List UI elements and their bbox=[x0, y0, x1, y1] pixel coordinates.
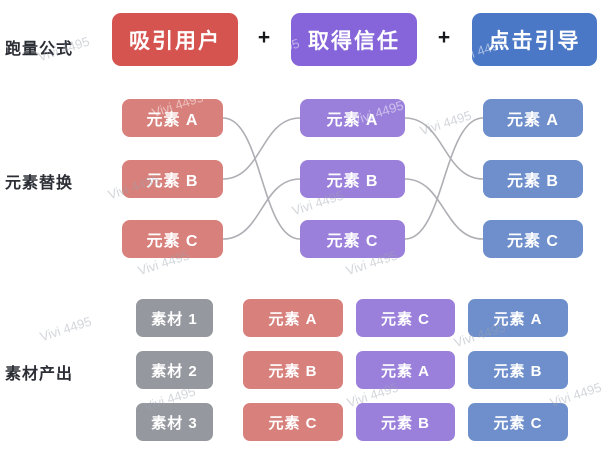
output-cell-3-purple: 元素 B bbox=[356, 403, 455, 441]
watermark-text: Vivi 4495 bbox=[38, 313, 94, 345]
output-cell-3-red: 元素 C bbox=[243, 403, 343, 441]
output-cell-1-red: 元素 A bbox=[243, 299, 343, 337]
connector-col1A-col2C bbox=[222, 117, 301, 240]
section-label-formula: 跑量公式 bbox=[5, 41, 74, 58]
plus-operator-1: + bbox=[257, 26, 271, 49]
element-box-red-b: 元素 B bbox=[122, 160, 223, 198]
section-label-material-output: 素材产出 bbox=[5, 366, 74, 383]
connector-col2C-col3A bbox=[404, 117, 484, 240]
output-cell-2-blue: 元素 B bbox=[468, 351, 568, 389]
formula-step-gain-trust: 取得信任 bbox=[291, 13, 417, 66]
element-box-blue-a: 元素 A bbox=[483, 99, 583, 137]
output-cell-2-red: 元素 B bbox=[243, 351, 343, 389]
formula-step-click-guide: 点击引导 bbox=[472, 13, 597, 66]
output-cell-3-blue: 元素 C bbox=[468, 403, 568, 441]
element-box-purple-c: 元素 C bbox=[300, 220, 405, 258]
material-box-3: 素材 3 bbox=[136, 403, 213, 441]
element-box-red-a: 元素 A bbox=[122, 99, 223, 137]
connector-col1B-col2A bbox=[222, 117, 301, 180]
connector-col1C-col2B bbox=[222, 178, 301, 240]
output-cell-1-purple: 元素 C bbox=[356, 299, 455, 337]
formula-step-attract-users: 吸引用户 bbox=[112, 13, 238, 66]
connector-col2B-col3C bbox=[404, 178, 484, 240]
watermark-text: Vivi 4495 bbox=[418, 107, 474, 139]
output-cell-1-blue: 元素 A bbox=[468, 299, 568, 337]
plus-operator-2: + bbox=[437, 26, 451, 49]
element-box-purple-b: 元素 B bbox=[300, 160, 405, 198]
element-box-purple-a: 元素 A bbox=[300, 99, 405, 137]
material-box-2: 素材 2 bbox=[136, 351, 213, 389]
section-label-element-replacement: 元素替换 bbox=[5, 175, 74, 192]
connector-col2A-col3B bbox=[404, 117, 484, 180]
output-cell-2-purple: 元素 A bbox=[356, 351, 455, 389]
element-box-red-c: 元素 C bbox=[122, 220, 223, 258]
material-box-1: 素材 1 bbox=[136, 299, 213, 337]
element-box-blue-b: 元素 B bbox=[483, 160, 583, 198]
element-box-blue-c: 元素 C bbox=[483, 220, 583, 258]
